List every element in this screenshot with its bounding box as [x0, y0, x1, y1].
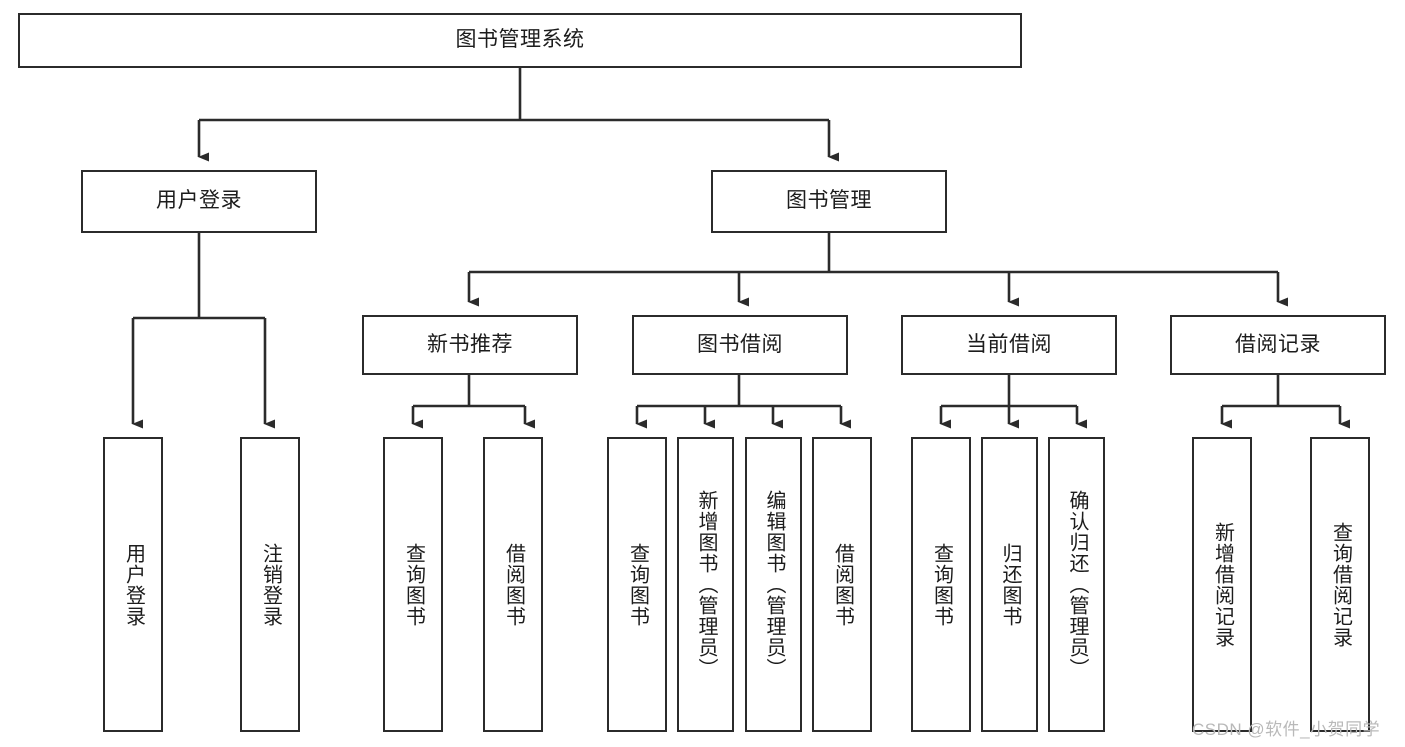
node-borrow-record-label: 借阅记录 — [1235, 332, 1321, 356]
leaf-add-book[interactable]: 新增图书（管理员） — [677, 437, 734, 732]
leaf-add-record-label: 新增借阅记录 — [1211, 521, 1234, 648]
leaf-query-record-label: 查询借阅记录 — [1329, 521, 1352, 648]
leaf-borrow-book-2-label: 借阅图书 — [831, 542, 854, 627]
leaf-edit-book[interactable]: 编辑图书（管理员） — [745, 437, 802, 732]
node-book-borrow[interactable]: 图书借阅 — [632, 315, 848, 375]
csdn-watermark: CSDN @软件_小贺同学 — [1192, 720, 1381, 739]
node-current-borrow[interactable]: 当前借阅 — [901, 315, 1117, 375]
leaf-borrow-book-1-label: 借阅图书 — [502, 542, 525, 627]
leaf-query-book-3[interactable]: 查询图书 — [911, 437, 971, 732]
leaf-return-book[interactable]: 归还图书 — [981, 437, 1038, 732]
leaf-query-book-1-label: 查询图书 — [402, 542, 425, 627]
node-new-book-recommend[interactable]: 新书推荐 — [362, 315, 578, 375]
node-new-book-recommend-label: 新书推荐 — [427, 332, 513, 356]
node-current-borrow-label: 当前借阅 — [966, 332, 1052, 356]
leaf-add-book-label: 新增图书（管理员） — [695, 490, 717, 679]
node-borrow-record[interactable]: 借阅记录 — [1170, 315, 1386, 375]
node-book-borrow-label: 图书借阅 — [697, 332, 783, 356]
leaf-query-book-2[interactable]: 查询图书 — [607, 437, 667, 732]
leaf-confirm-return-label: 确认归还（管理员） — [1066, 490, 1088, 679]
leaf-confirm-return[interactable]: 确认归还（管理员） — [1048, 437, 1105, 732]
node-root-label: 图书管理系统 — [455, 28, 585, 52]
node-user-login-label: 用户登录 — [156, 189, 242, 213]
leaf-user-logout[interactable]: 注销登录 — [240, 437, 300, 732]
leaf-user-login-label: 用户登录 — [122, 542, 145, 627]
leaf-edit-book-label: 编辑图书（管理员） — [763, 490, 785, 679]
leaf-borrow-book-2[interactable]: 借阅图书 — [812, 437, 872, 732]
leaf-user-logout-label: 注销登录 — [259, 542, 282, 627]
leaf-borrow-book-1[interactable]: 借阅图书 — [483, 437, 543, 732]
node-book-management[interactable]: 图书管理 — [711, 170, 947, 233]
node-root[interactable]: 图书管理系统 — [18, 13, 1022, 68]
leaf-return-book-label: 归还图书 — [999, 542, 1021, 627]
leaf-query-book-2-label: 查询图书 — [626, 542, 649, 627]
leaf-query-record[interactable]: 查询借阅记录 — [1310, 437, 1370, 732]
leaf-user-login[interactable]: 用户登录 — [103, 437, 163, 732]
leaf-query-book-3-label: 查询图书 — [930, 542, 953, 627]
node-user-login[interactable]: 用户登录 — [81, 170, 317, 233]
node-book-management-label: 图书管理 — [786, 189, 872, 213]
leaf-query-book-1[interactable]: 查询图书 — [383, 437, 443, 732]
leaf-add-record[interactable]: 新增借阅记录 — [1192, 437, 1252, 732]
